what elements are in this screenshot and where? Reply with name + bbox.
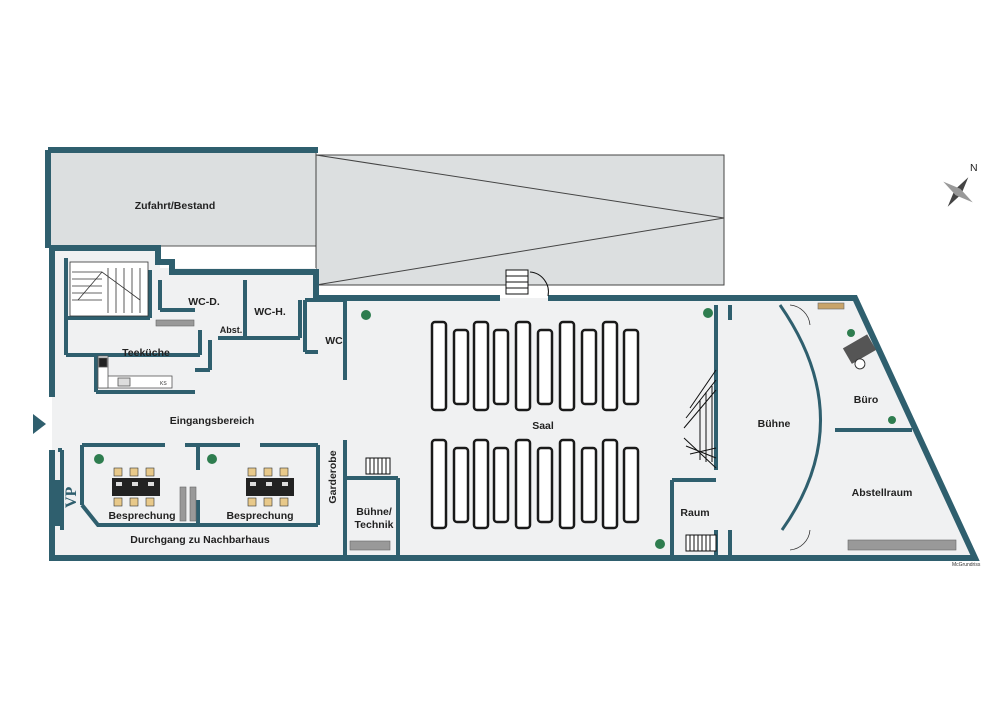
staircase-technik xyxy=(365,457,391,475)
room-label-buehne-technik-2: Technik xyxy=(355,519,394,531)
room-label-saal: Saal xyxy=(532,420,554,432)
meeting-table-1 xyxy=(112,467,160,507)
room-label-wc-d: WC-D. xyxy=(188,296,220,308)
seating-block-upper xyxy=(430,320,640,412)
room-label-zufahrt: Zufahrt/Bestand xyxy=(135,200,216,212)
room-label-garderobe: Garderobe xyxy=(327,450,339,503)
room-label-buehne: Bühne xyxy=(758,418,791,430)
stage-curve xyxy=(778,304,822,531)
seating-block-lower xyxy=(430,438,640,530)
company-logo: VP xyxy=(50,480,80,526)
zufahrt-area xyxy=(49,151,317,247)
plant-icons xyxy=(94,308,896,549)
room-label-besprechung-1: Besprechung xyxy=(108,510,175,522)
office-desk xyxy=(842,334,877,370)
staircase-main xyxy=(69,261,149,317)
roof-area xyxy=(315,154,725,286)
staircase-saal-entry xyxy=(505,269,549,297)
svg-text:VP: VP xyxy=(63,486,80,508)
stage-door-bottom xyxy=(789,529,811,551)
kitchen-counter xyxy=(97,355,173,389)
room-label-buehne-technik-1: Bühne/ xyxy=(356,506,392,518)
meeting-table-2 xyxy=(246,467,294,507)
room-label-teekueche: Teeküche xyxy=(122,347,170,359)
room-label-wc-h: WC-H. xyxy=(254,306,286,318)
footer-credit: McGrundriss xyxy=(952,562,981,568)
room-label-durchgang: Durchgang zu Nachbarhaus xyxy=(130,534,270,546)
roof-ridge-lines xyxy=(315,154,725,286)
room-label-buero: Büro xyxy=(854,394,879,406)
fridge-label: KS xyxy=(160,381,167,387)
storage-shelves xyxy=(155,302,957,551)
compass-icon xyxy=(943,177,973,207)
stage-door-top xyxy=(789,304,811,326)
room-label-abst: Abst. xyxy=(220,325,243,335)
compass-north-label: N xyxy=(970,162,978,174)
room-label-besprechung-2: Besprechung xyxy=(226,510,293,522)
staircase-raum xyxy=(685,534,717,552)
room-label-abstellraum: Abstellraum xyxy=(852,487,913,499)
entrance-arrow-icon xyxy=(33,414,46,434)
room-label-eingangsbereich: Eingangsbereich xyxy=(170,415,255,427)
room-label-wc: WC xyxy=(325,335,343,347)
room-label-raum: Raum xyxy=(680,507,709,519)
staircase-stage xyxy=(683,369,717,469)
